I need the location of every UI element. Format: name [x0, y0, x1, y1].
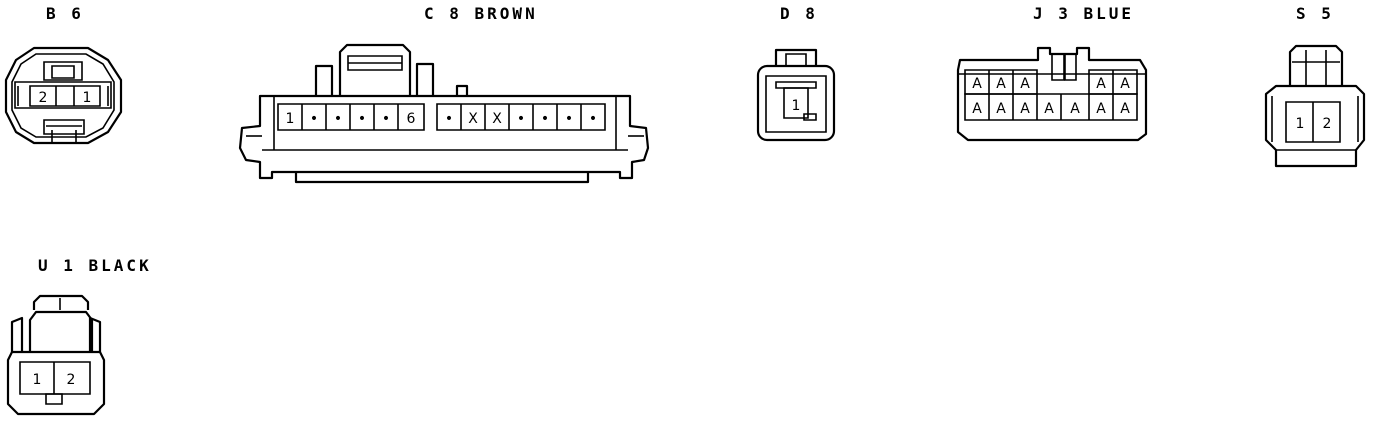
c8-pin-r7: • — [589, 111, 597, 127]
j3-pin-b2: A — [996, 101, 1006, 117]
c8-pin-r4: • — [517, 111, 525, 127]
c8-pin-r2: X — [468, 111, 478, 127]
j3-pin-b7: A — [1120, 101, 1130, 117]
c8-pin-l5: • — [382, 111, 390, 127]
u1-pin-1: 1 — [33, 372, 42, 388]
connector-label-b6: B 6 — [46, 4, 84, 23]
j3-pin-t1: A — [972, 76, 982, 92]
c8-pin-l3: • — [334, 111, 342, 127]
b6-pin-1: 1 — [83, 90, 92, 106]
connector-label-d8: D 8 — [780, 4, 818, 23]
j3-pin-b4: A — [1044, 101, 1054, 117]
s5-pin-2: 2 — [1323, 116, 1332, 132]
c8-right-cavities — [461, 104, 581, 130]
d8-pin-1: 1 — [792, 98, 801, 114]
c8-pin-l4: • — [358, 111, 366, 127]
c8-pin-r5: • — [541, 111, 549, 127]
c8-pin-r3: X — [492, 111, 502, 127]
connector-c8: 1 • • • • 6 • X X • • • • — [0, 0, 660, 190]
j3-pin-b6: A — [1096, 101, 1106, 117]
u1-pin-2: 2 — [67, 372, 76, 388]
j3-pin-b3: A — [1020, 101, 1030, 117]
c8-pin-r1: • — [445, 111, 453, 127]
b6-pin-2: 2 — [39, 90, 48, 106]
connector-u1: 1 2 — [0, 0, 130, 424]
connector-d8: 1 — [0, 0, 860, 160]
j3-pin-t5: A — [1120, 76, 1130, 92]
connector-j3: A A A A A A A A A A A A — [0, 0, 1160, 150]
c8-pin-l6: 6 — [407, 111, 416, 127]
j3-pin-b1: A — [972, 101, 982, 117]
connector-label-c8: C 8 BROWN — [424, 4, 538, 23]
connector-b6: 2 1 — [0, 0, 140, 160]
c8-pin-l1: 1 — [286, 111, 295, 127]
c8-pin-l2: • — [310, 111, 318, 127]
connector-label-j3: J 3 BLUE — [1033, 4, 1135, 23]
connector-label-u1: U 1 BLACK — [38, 256, 152, 275]
c8-pin-r6: • — [565, 111, 573, 127]
j3-pin-t3: A — [1020, 76, 1030, 92]
c8-left-cavities — [302, 104, 398, 130]
s5-pin-1: 1 — [1296, 116, 1305, 132]
connector-label-s5: S 5 — [1296, 4, 1334, 23]
j3-pin-b5: A — [1070, 101, 1080, 117]
connector-s5: 1 2 — [0, 0, 1376, 180]
j3-pin-t2: A — [996, 76, 1006, 92]
j3-pin-t4: A — [1096, 76, 1106, 92]
